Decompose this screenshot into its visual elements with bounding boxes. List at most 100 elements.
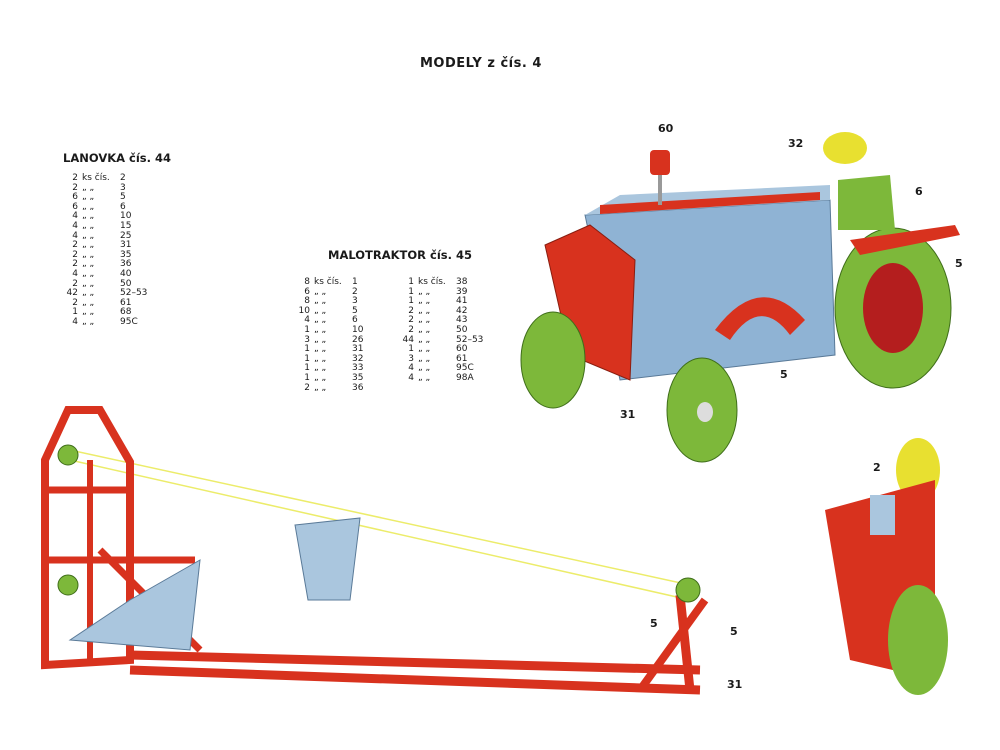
quantity: 4: [304, 315, 310, 326]
quantity: 3: [304, 334, 310, 345]
unit: „ „: [82, 307, 95, 318]
unit: „ „: [82, 249, 95, 260]
unit: „ „: [418, 305, 431, 316]
parts-list-item: 1„ „41: [396, 297, 496, 307]
parts-list-item: 2„ „31: [60, 241, 160, 251]
part-number: 5: [120, 192, 126, 203]
parts-list-item: 2„ „35: [60, 249, 160, 261]
quantity: 4: [72, 230, 78, 241]
unit: „ „: [418, 315, 431, 326]
unit: „ „: [82, 288, 95, 299]
parts-list-item: 4„ „40: [60, 268, 160, 280]
part-number: 36: [120, 259, 132, 270]
parts-list-item: 6„ „6: [60, 202, 160, 213]
part-number: 5: [352, 305, 358, 316]
parts-list-item: 1„ „33: [292, 364, 392, 374]
part-number: 10: [120, 211, 132, 222]
quantity: 2: [408, 305, 414, 316]
part-number: 43: [456, 315, 468, 326]
part-number: 52–53: [120, 288, 148, 299]
parts-list-item: 8„ „3: [292, 297, 392, 307]
partial-model-illustration: [825, 438, 948, 695]
parts-list-item: 2 „ „ 36: [60, 260, 160, 270]
unit: „ „: [82, 259, 95, 270]
part-number: 10: [352, 324, 364, 335]
part-number: 15: [120, 220, 132, 231]
parts-list-item: 2 „ „ 50: [60, 278, 160, 290]
part-number: 32: [352, 353, 364, 364]
parts-list-item: 1„ „10: [292, 324, 392, 336]
part-number: 31: [120, 240, 132, 251]
quantity: 4: [72, 211, 78, 222]
unit: „ „: [314, 305, 327, 316]
quantity: 2: [304, 382, 310, 393]
quantity: 2: [72, 259, 78, 270]
parts-list-item: 2„ „61: [60, 297, 160, 309]
part-number: 2: [352, 286, 358, 297]
part-number: 41: [456, 296, 468, 307]
quantity: 2: [72, 278, 78, 289]
unit: ks čís.: [418, 277, 446, 287]
part-number: 68: [120, 307, 132, 318]
parts-list-item: 42„ „52–53: [60, 289, 160, 299]
part-number: 50: [120, 278, 132, 289]
unit: „ „: [418, 324, 431, 335]
callout-6: 6: [915, 185, 923, 198]
parts-list-item: 4„ „95C: [60, 316, 160, 328]
parts-list-item: 44„ „52–53: [396, 334, 496, 346]
parts-list-item: 1„ „60: [396, 345, 496, 355]
part-number: 3: [120, 182, 126, 193]
callout-5: 5: [730, 625, 738, 638]
quantity: 1: [72, 307, 78, 318]
unit: „ „: [82, 268, 95, 279]
part-number: 36: [352, 382, 364, 393]
quantity: 2: [72, 249, 78, 260]
quantity: 2: [72, 240, 78, 251]
quantity: 2: [72, 182, 78, 193]
unit: „ „: [418, 286, 431, 297]
part-number: 38: [456, 277, 468, 287]
part-number: 95C: [120, 316, 138, 327]
unit: „ „: [418, 296, 431, 307]
part-number: 60: [456, 344, 468, 355]
part-number: 95C: [456, 363, 474, 374]
unit: „ „: [418, 363, 431, 374]
callout-5: 5: [780, 368, 788, 381]
unit: „ „: [418, 334, 431, 345]
quantity: 2: [408, 315, 414, 326]
malotraktor-heading: MALOTRAKTOR čís. 45: [328, 248, 473, 262]
parts-list-item: 3„ „26: [292, 334, 392, 346]
part-number: 61: [120, 297, 132, 308]
quantity: 3: [408, 353, 414, 364]
unit: „ „: [314, 296, 327, 307]
parts-list-item: 1„ „31: [292, 345, 392, 355]
part-number: 31: [352, 344, 364, 355]
part-number: 2: [120, 173, 126, 183]
quantity: 4: [408, 363, 414, 374]
unit: „ „: [82, 278, 95, 289]
unit: „ „: [82, 316, 95, 327]
quantity: 1: [304, 324, 310, 335]
unit: „ „: [82, 230, 95, 241]
parts-list-item: 1„ „39: [396, 286, 496, 298]
part-number: 33: [352, 363, 364, 374]
parts-list-item: 2„ „3: [60, 182, 160, 194]
parts-list-item: 2 „ „ 43: [396, 316, 496, 326]
quantity: 8: [304, 296, 310, 307]
parts-list-item: 6„ „5: [60, 193, 160, 203]
quantity: 1: [304, 372, 310, 383]
parts-list-item: 4 „ „ 10: [60, 212, 160, 222]
parts-list-item: 4„ „15: [60, 220, 160, 232]
parts-list-item: 10 „ „ 5: [292, 305, 392, 317]
quantity: 10: [298, 305, 310, 316]
parts-list-item: 4„ „25: [60, 230, 160, 242]
callout-5: 5: [650, 617, 658, 630]
lanovka-heading: LANOVKA čís. 44: [63, 151, 172, 165]
callout-32: 32: [788, 137, 804, 150]
parts-list-item: 4 „ „ 95C: [396, 364, 496, 374]
callout-31: 31: [727, 678, 743, 691]
unit: „ „: [82, 211, 95, 222]
